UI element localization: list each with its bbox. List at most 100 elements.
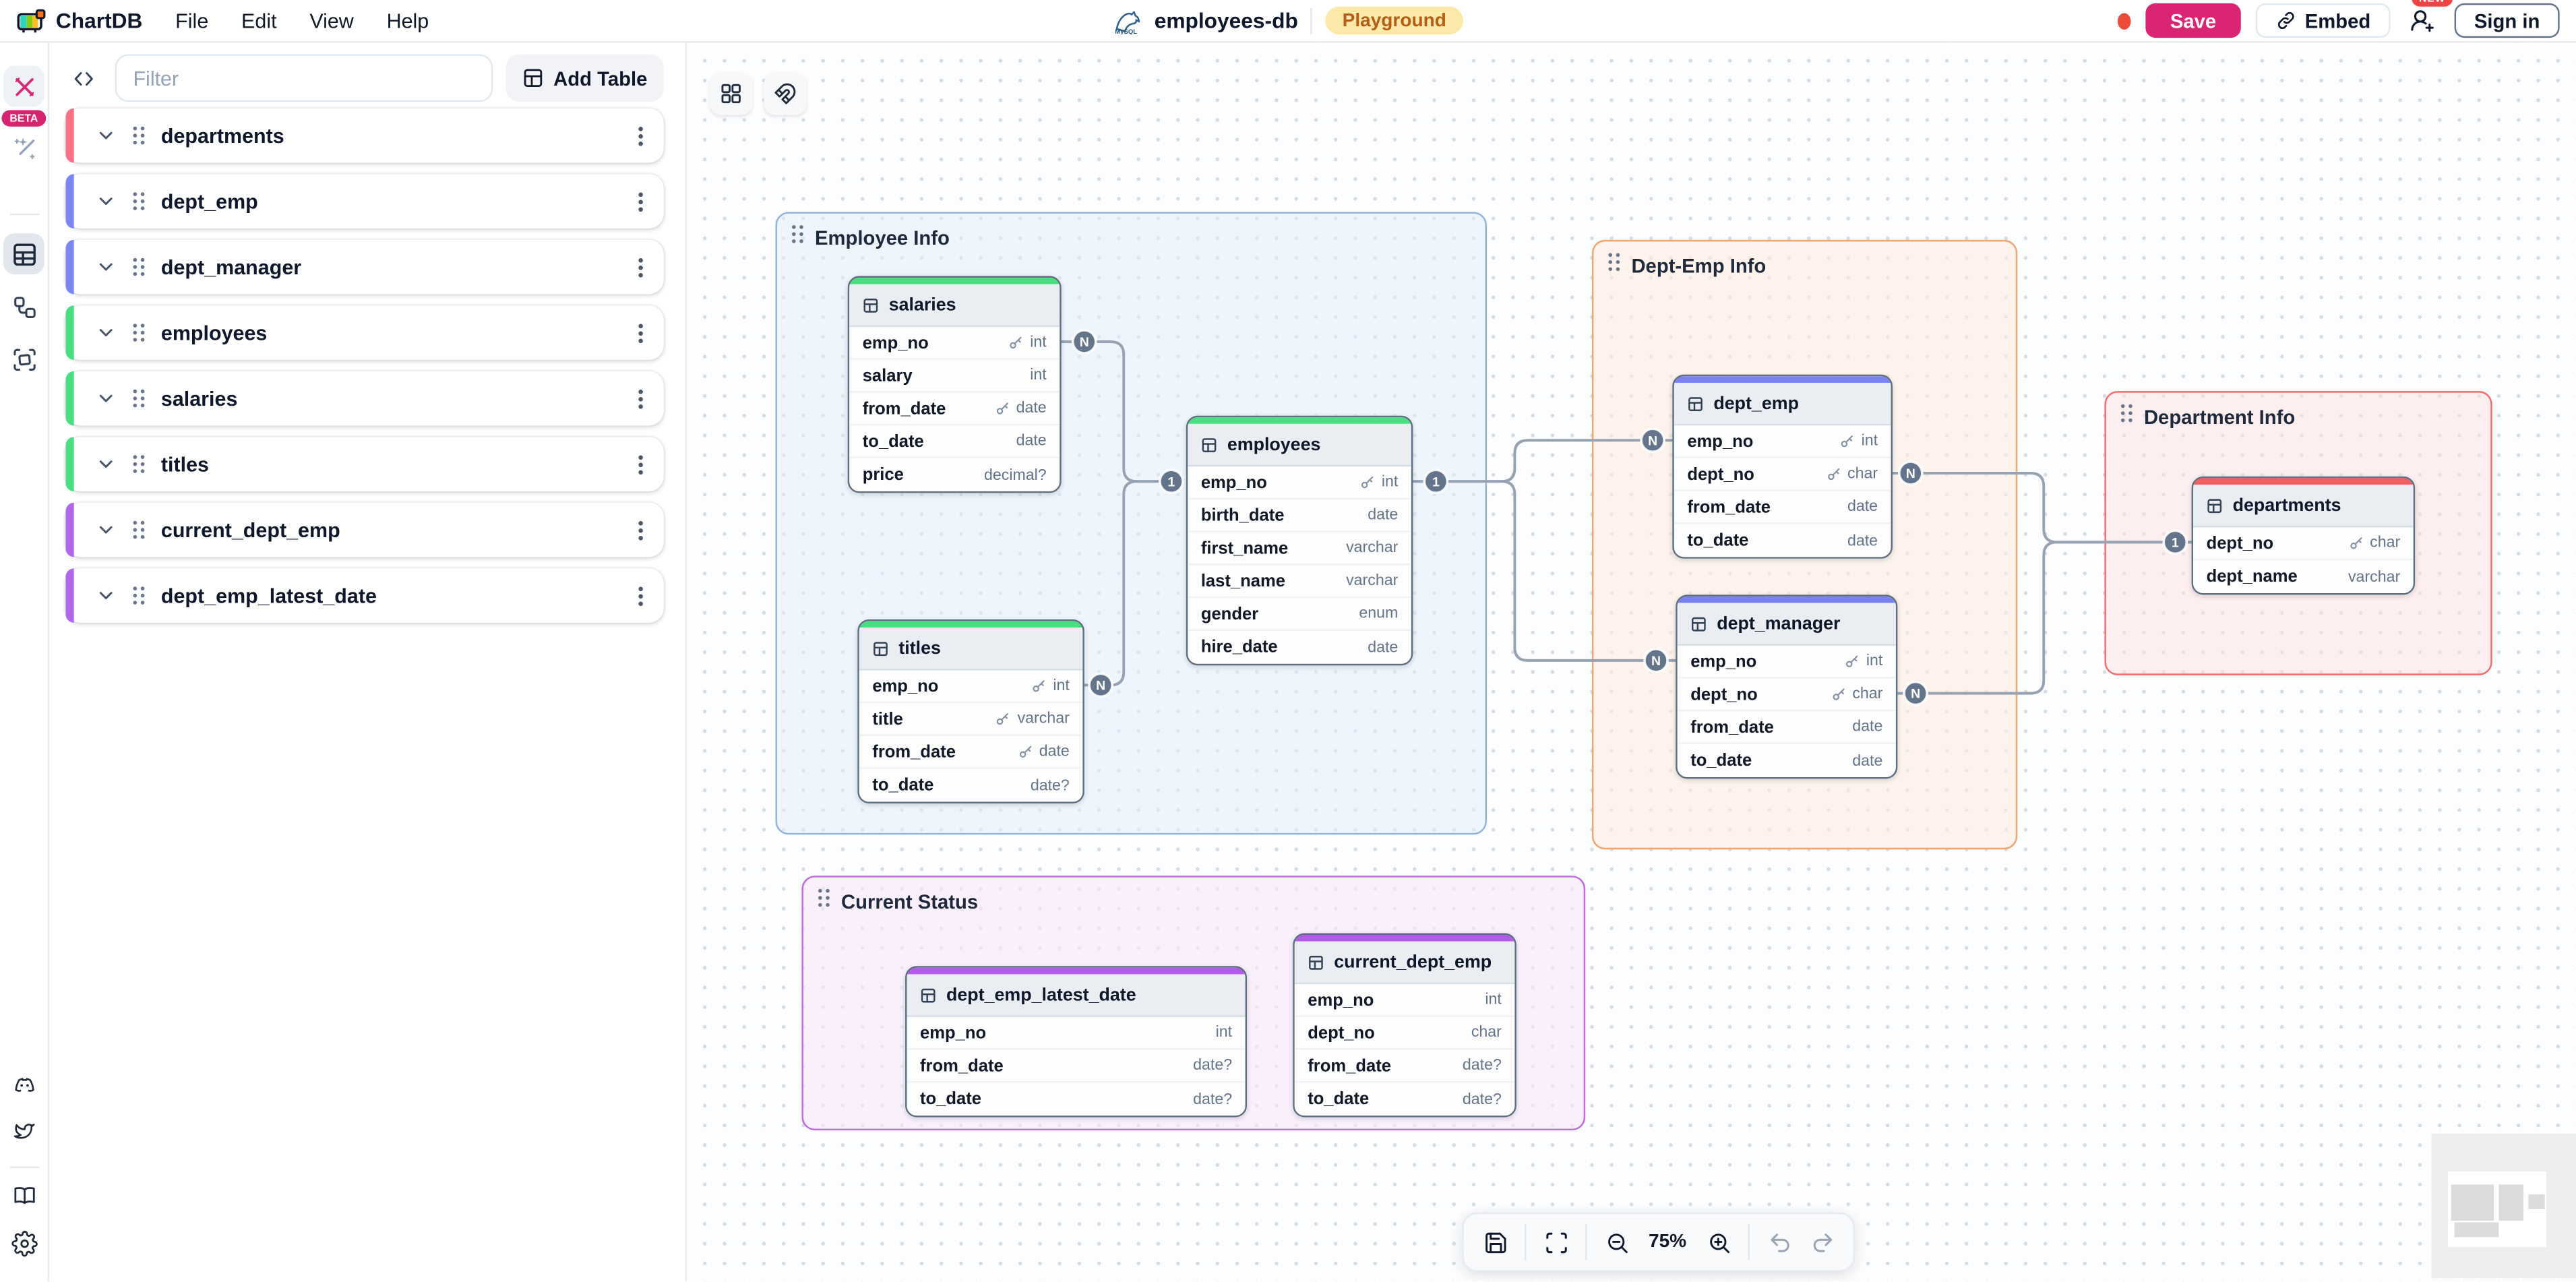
table-menu-button[interactable] (638, 255, 644, 278)
editor-pencils-icon[interactable] (3, 65, 44, 107)
drag-handle[interactable] (1607, 251, 1622, 281)
drag-handle[interactable] (131, 388, 146, 409)
sidebar-table-employees[interactable]: employees (65, 305, 664, 360)
table-header[interactable]: departments (2193, 485, 2414, 528)
table-header[interactable]: dept_emp_latest_date (907, 974, 1246, 1017)
zoom-out-icon[interactable] (1595, 1221, 1638, 1263)
expand-toggle[interactable] (95, 388, 117, 409)
table-header[interactable]: dept_manager (1677, 603, 1896, 646)
area-dept-emp-info[interactable]: Dept-Emp Info (1591, 239, 2018, 850)
save-button[interactable]: Save (2145, 3, 2241, 38)
sidebar-table-dept_emp_latest_date[interactable]: dept_emp_latest_date (65, 568, 664, 623)
drag-handle[interactable] (790, 224, 805, 253)
table-menu-button[interactable] (638, 387, 644, 410)
table-header[interactable]: dept_emp (1674, 382, 1891, 426)
add-table-button[interactable]: Add Table (505, 54, 664, 102)
expand-toggle[interactable] (95, 322, 117, 344)
drag-handle[interactable] (131, 191, 146, 212)
discord-icon[interactable] (11, 1073, 37, 1104)
drag-handle[interactable] (816, 887, 831, 917)
invite-user-button[interactable]: NEW (2405, 0, 2453, 33)
drag-handle[interactable] (2119, 402, 2134, 432)
table-menu-button[interactable] (638, 322, 644, 344)
settings-icon[interactable] (11, 1231, 37, 1265)
zoom-in-icon[interactable] (1697, 1221, 1740, 1263)
expand-toggle[interactable] (95, 454, 117, 475)
sidebar-table-current_dept_emp[interactable]: current_dept_emp (65, 502, 664, 557)
grid-view-icon[interactable] (710, 72, 753, 115)
expand-toggle[interactable] (95, 256, 117, 278)
drag-handle[interactable] (131, 125, 146, 146)
redo-icon[interactable] (1801, 1221, 1843, 1263)
table-header[interactable]: employees (1188, 423, 1411, 467)
save-diagram-icon[interactable] (1473, 1221, 1516, 1263)
relationships-icon[interactable] (3, 286, 44, 327)
sidebar-table-titles[interactable]: titles (65, 437, 664, 491)
table-header[interactable]: titles (859, 628, 1083, 671)
drag-handle[interactable] (131, 454, 146, 475)
magic-wand-icon[interactable] (3, 128, 44, 169)
sidebar-table-dept_manager[interactable]: dept_manager (65, 239, 664, 295)
drag-handle[interactable] (131, 519, 146, 541)
undo-icon[interactable] (1758, 1221, 1800, 1263)
diagram-title[interactable]: employees-db (1154, 8, 1298, 33)
sidebar-table-salaries[interactable]: salaries (65, 371, 664, 426)
table-header[interactable]: salaries (849, 284, 1060, 328)
menu-edit[interactable]: Edit (241, 9, 277, 32)
twitter-icon[interactable] (11, 1119, 37, 1152)
expand-toggle[interactable] (95, 125, 117, 146)
magnet-snap-icon[interactable] (764, 72, 807, 115)
table-menu-button[interactable] (638, 124, 644, 147)
code-view-icon[interactable] (66, 67, 102, 90)
embed-button[interactable]: Embed (2255, 3, 2391, 38)
signin-button[interactable]: Sign in (2454, 3, 2560, 38)
expand-toggle[interactable] (95, 585, 117, 607)
filter-input[interactable] (115, 54, 493, 102)
table-menu-button[interactable] (638, 190, 644, 213)
table-menu-button[interactable] (638, 584, 644, 607)
menu-help[interactable]: Help (386, 9, 429, 32)
table-menu-button[interactable] (638, 453, 644, 476)
menu-view[interactable]: View (309, 9, 354, 32)
docs-icon[interactable] (11, 1183, 37, 1216)
areas-icon[interactable] (3, 338, 44, 379)
minimap[interactable] (2431, 1133, 2576, 1279)
drag-handle[interactable] (131, 256, 146, 278)
zoom-level[interactable]: 75% (1648, 1232, 1687, 1252)
table-header[interactable]: current_dept_emp (1294, 941, 1515, 985)
sidebar-table-dept_emp[interactable]: dept_emp (65, 174, 664, 228)
